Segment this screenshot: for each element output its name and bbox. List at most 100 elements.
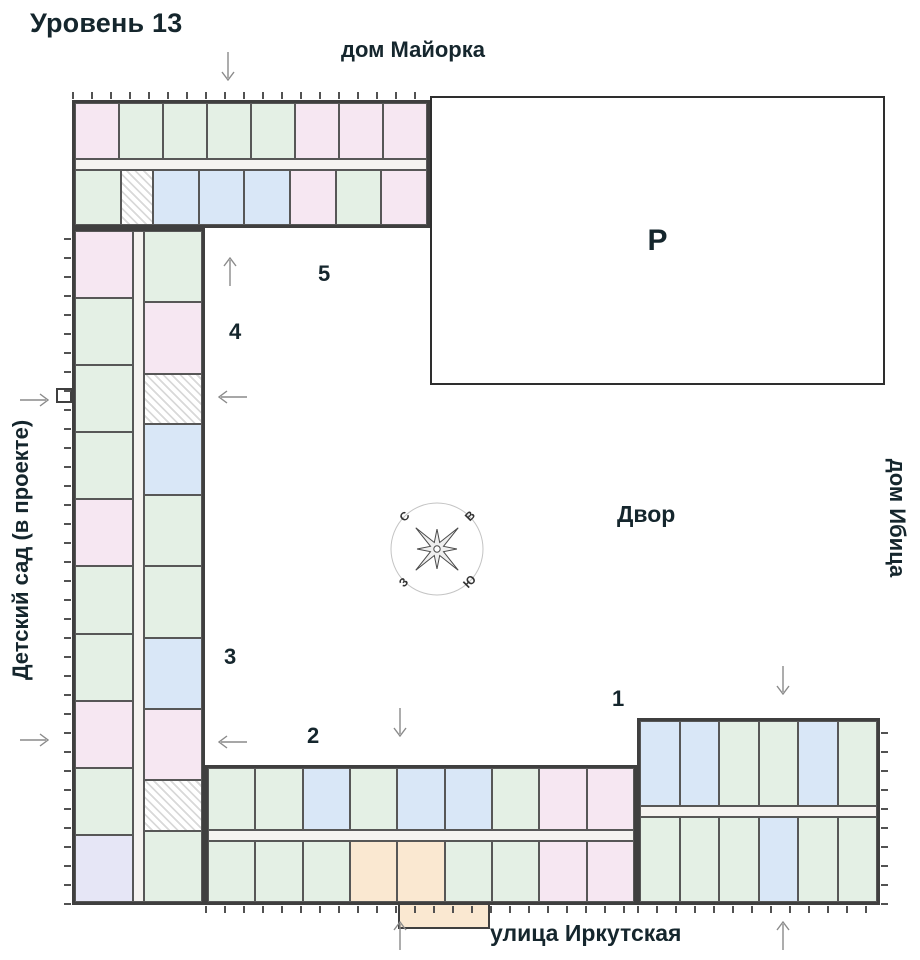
- apartment-unit-blue: [640, 721, 680, 806]
- building-wing-west: [72, 228, 205, 905]
- apartment-unit-pink: [586, 768, 634, 830]
- apartment-unit-lav: [75, 834, 133, 902]
- apartment-unit-green: [255, 768, 303, 830]
- entrance-arrow-right-icon: [19, 732, 50, 748]
- compass-north: С: [396, 508, 413, 525]
- entrance-arrow-down-icon: [220, 51, 236, 82]
- corridor: [640, 806, 877, 817]
- apartment-row: [640, 817, 877, 902]
- apartment-unit-blue: [444, 768, 492, 830]
- apartment-unit-pink: [75, 700, 133, 768]
- apartment-unit-green: [251, 103, 295, 159]
- apartment-unit-pink: [144, 708, 202, 781]
- apartment-unit-blue: [144, 637, 202, 709]
- section-number-1: 1: [612, 686, 625, 711]
- apartment-unit-blue: [144, 423, 202, 496]
- apartment-unit-green: [75, 365, 133, 433]
- building-wing-north: [72, 100, 430, 228]
- apartment-unit-green: [837, 817, 877, 902]
- apartment-unit-blue: [798, 721, 838, 806]
- apartment-row: [144, 231, 202, 902]
- apartment-unit-green: [144, 231, 202, 303]
- apartment-unit-green: [75, 566, 133, 634]
- section-number-5: 5: [318, 261, 331, 286]
- apartment-unit-pink: [539, 840, 587, 902]
- building-wing-south: [205, 765, 637, 905]
- section-number-2: 2: [307, 723, 320, 748]
- compass-east: В: [461, 507, 479, 525]
- apartment-unit-green: [640, 817, 680, 902]
- apartment-unit-pink: [75, 499, 133, 567]
- apartment-unit-green: [75, 767, 133, 835]
- corridor: [75, 158, 427, 170]
- label-house-mallorca: дом Майорка: [341, 37, 485, 62]
- corridor: [133, 231, 144, 902]
- facade-ticks: [637, 906, 880, 913]
- apartment-row: [75, 231, 133, 902]
- apartment-unit-pink: [290, 169, 336, 225]
- apartment-unit-green: [208, 768, 256, 830]
- apartment-unit-green: [719, 721, 759, 806]
- apartment-unit-pink: [144, 302, 202, 374]
- building-wing-southeast: [637, 718, 880, 905]
- apartment-unit-green: [144, 566, 202, 638]
- apartment-unit-green: [719, 817, 759, 902]
- apartment-unit-blue: [153, 169, 199, 225]
- apartment-unit-green: [208, 840, 256, 902]
- apartment-unit-blue: [397, 768, 445, 830]
- stair-elevator-core: [120, 169, 154, 225]
- apartment-unit-green: [163, 103, 207, 159]
- level-title: Уровень 13: [30, 8, 183, 38]
- compass-rose: С В Ю З: [382, 494, 492, 604]
- label-street-irkutskaya: улица Иркутская: [490, 920, 682, 946]
- label-kindergarten: Детский сад (в проекте): [8, 419, 33, 681]
- apartment-unit-green: [119, 103, 163, 159]
- apartment-row: [75, 103, 427, 159]
- apartment-unit-green: [255, 840, 303, 902]
- apartment-unit-green: [491, 768, 540, 830]
- apartment-unit-blue: [679, 721, 719, 806]
- apartment-unit-blue: [198, 169, 245, 225]
- apartment-unit-green: [75, 169, 121, 225]
- facade-ticks: [881, 718, 888, 905]
- apartment-unit-blue: [302, 768, 350, 830]
- apartment-unit-green: [75, 633, 133, 701]
- apartment-unit-green: [75, 298, 133, 366]
- apartment-unit-pink: [75, 231, 133, 299]
- apartment-unit-green: [837, 721, 877, 806]
- apartment-unit-pink: [539, 768, 587, 830]
- apartment-unit-pink: [383, 103, 427, 159]
- apartment-unit-pink: [75, 103, 119, 159]
- apartment-unit-green: [207, 103, 251, 159]
- compass-south: Ю: [460, 572, 479, 591]
- section-number-4: 4: [229, 319, 242, 344]
- section-number-3: 3: [224, 644, 237, 669]
- apartment-unit-green: [758, 721, 798, 806]
- parking-area: Р: [430, 96, 885, 385]
- entrance-arrow-left-icon: [217, 734, 248, 750]
- apartment-unit-green: [679, 817, 719, 902]
- facade-ticks: [72, 92, 430, 99]
- entrance-arrow-up-icon: [392, 920, 408, 951]
- apartment-unit-green: [491, 840, 540, 902]
- apartment-unit-blue: [758, 817, 798, 902]
- apartment-row: [208, 840, 634, 902]
- entrance-arrow-down-icon: [392, 707, 408, 738]
- apartment-unit-green: [302, 840, 350, 902]
- facade-ticks: [205, 906, 637, 913]
- entrance-arrow-up-icon: [775, 920, 791, 951]
- apartment-unit-green: [144, 830, 202, 902]
- stair-elevator-core: [144, 780, 202, 831]
- apartment-unit-pink: [295, 103, 339, 159]
- apartment-unit-green: [444, 840, 492, 902]
- apartment-unit-green: [335, 169, 382, 225]
- apartment-unit-pink: [586, 840, 634, 902]
- entrance-arrow-down-icon: [775, 665, 791, 696]
- apartment-unit-green: [75, 432, 133, 500]
- label-courtyard: Двор: [617, 501, 676, 527]
- entrance-arrow-right-icon: [19, 392, 50, 408]
- apartment-unit-green: [798, 817, 838, 902]
- entrance-arrow-up-icon: [222, 256, 238, 287]
- apartment-unit-pink: [339, 103, 383, 159]
